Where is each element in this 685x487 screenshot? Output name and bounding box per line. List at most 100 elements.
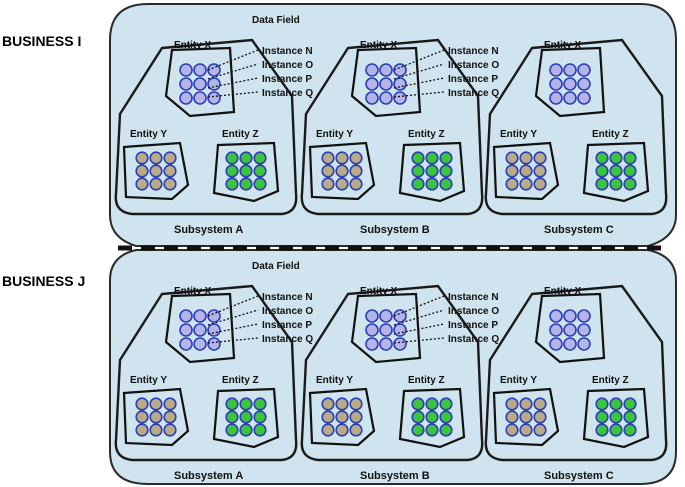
entity-x-boundary [534, 292, 606, 364]
entity-z-instance [609, 177, 623, 191]
entity-x-instance [379, 63, 393, 77]
entity-x-boundary [534, 46, 606, 118]
entity-z-instance [439, 397, 453, 411]
entity-z-instance [623, 423, 637, 437]
entity-x-instance [563, 91, 577, 105]
subsystem-label: Subsystem B [360, 224, 430, 236]
instance-link [207, 49, 259, 71]
entity-y-instance [519, 164, 533, 178]
entity-z-instance [425, 410, 439, 424]
entity-z-label: Entity Z [222, 375, 259, 386]
entity-y-instance [335, 177, 349, 191]
entity-x-instance [549, 91, 563, 105]
entity-x-instance [207, 91, 221, 105]
entity-y-boundary [492, 387, 560, 447]
entity-z-instance [425, 397, 439, 411]
instance-link [393, 91, 445, 98]
entity-z-instance [225, 397, 239, 411]
entity-y-boundary [308, 141, 376, 201]
entity-x-instance [207, 323, 221, 337]
entity-y-instance [321, 410, 335, 424]
entity-y-instance [135, 397, 149, 411]
entity-x-instance [379, 309, 393, 323]
entity-z-instance [609, 423, 623, 437]
entity-x-instance [393, 309, 407, 323]
entity-x-label: Entity X [360, 40, 398, 51]
entity-y-instance [519, 151, 533, 165]
entity-x-instance [563, 323, 577, 337]
entity-y-instance [505, 164, 519, 178]
entity-x-instance [207, 309, 221, 323]
instance-link [393, 309, 445, 326]
entity-x-label: Entity X [544, 286, 582, 297]
entity-x-instance [577, 91, 591, 105]
entity-z-instance [439, 164, 453, 178]
entity-x-label: Entity X [174, 286, 212, 297]
entity-x-instance [179, 323, 193, 337]
entity-x-instance [365, 63, 379, 77]
entity-x-boundary [350, 292, 422, 364]
entity-x-instance [193, 337, 207, 351]
instance-link [207, 91, 259, 98]
entity-z-instance [239, 410, 253, 424]
entity-y-instance [349, 397, 363, 411]
entity-x-instance [179, 63, 193, 77]
entity-x-boundary [350, 46, 422, 118]
entity-z-label: Entity Z [408, 375, 445, 386]
entity-y-instance [349, 423, 363, 437]
entity-y-instance [335, 151, 349, 165]
entity-z-boundary [398, 141, 466, 203]
instance-link [207, 323, 259, 335]
instance-link [393, 63, 445, 80]
entity-x-instance [379, 337, 393, 351]
instance-link [393, 337, 445, 344]
entity-y-instance [533, 423, 547, 437]
instance-label: Instance O [448, 306, 499, 317]
entity-z-boundary [582, 141, 650, 203]
entity-z-instance [425, 151, 439, 165]
entity-z-instance [411, 423, 425, 437]
subsystem-label: Subsystem A [174, 224, 243, 236]
entity-x-instance [207, 63, 221, 77]
entity-x-instance [193, 91, 207, 105]
entity-x-instance [393, 91, 407, 105]
instance-label: Instance N [262, 46, 313, 57]
entity-z-instance [253, 177, 267, 191]
entity-x-boundary [164, 292, 236, 364]
entity-z-instance [595, 410, 609, 424]
instance-label: Instance P [262, 74, 312, 85]
entity-x-instance [549, 337, 563, 351]
instance-link [207, 77, 259, 89]
entity-y-instance [505, 177, 519, 191]
instance-label: Instance Q [448, 88, 499, 99]
entity-z-instance [439, 177, 453, 191]
entity-y-instance [335, 410, 349, 424]
subsystem-boundary [484, 284, 668, 462]
entity-y-instance [149, 164, 163, 178]
instance-label: Instance N [262, 292, 313, 303]
entity-x-instance [577, 323, 591, 337]
entity-z-instance [595, 164, 609, 178]
entity-y-instance [335, 164, 349, 178]
entity-y-instance [163, 151, 177, 165]
entity-y-instance [163, 423, 177, 437]
entity-x-instance [549, 309, 563, 323]
entity-z-instance [439, 410, 453, 424]
entity-y-instance [335, 397, 349, 411]
entity-y-boundary [492, 141, 560, 201]
entity-z-instance [239, 423, 253, 437]
instance-label: Instance P [262, 320, 312, 331]
entity-x-instance [563, 337, 577, 351]
entity-y-instance [505, 423, 519, 437]
entity-x-instance [365, 309, 379, 323]
entity-z-instance [239, 164, 253, 178]
instance-label: Instance O [448, 60, 499, 71]
entity-z-instance [623, 397, 637, 411]
entity-y-instance [505, 397, 519, 411]
entity-z-boundary [582, 387, 650, 449]
entity-y-instance [519, 177, 533, 191]
